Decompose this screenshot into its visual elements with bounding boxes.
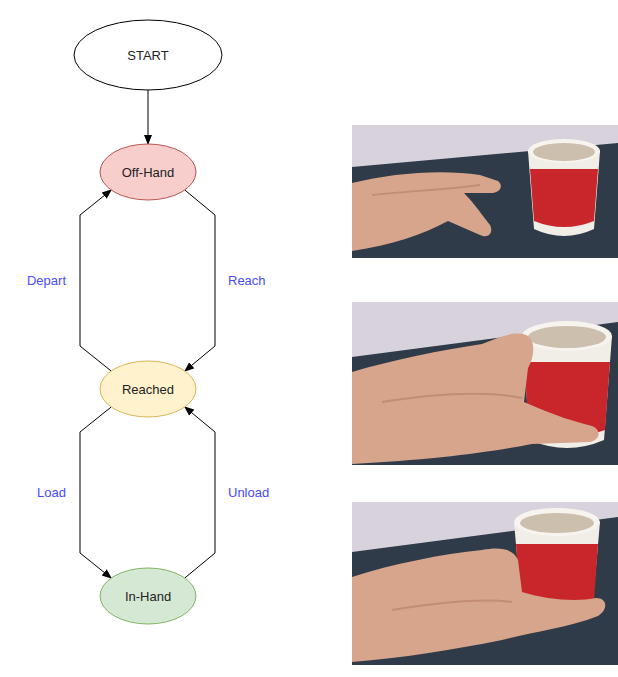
state-ellipse: Off-Hand xyxy=(99,143,197,201)
state-name: In-Hand xyxy=(125,589,171,604)
photo-off-hand xyxy=(352,125,618,258)
transition-label: Depart xyxy=(27,273,66,288)
photo-reached xyxy=(352,302,618,465)
state-ellipse: Reached xyxy=(99,360,197,418)
transition-arrow xyxy=(185,407,215,578)
transition-arrow xyxy=(148,90,149,144)
transition-label: Unload xyxy=(228,485,269,500)
state-name: START xyxy=(127,48,168,63)
transition-label: Load xyxy=(37,485,66,500)
state-name: Off-Hand xyxy=(122,165,175,180)
transition-arrow xyxy=(80,190,111,371)
transition-arrow xyxy=(80,407,111,578)
start-ellipse: START xyxy=(73,19,223,91)
transition-label: Reach xyxy=(228,273,266,288)
state-name: Reached xyxy=(122,382,174,397)
photo-in-hand xyxy=(352,502,618,665)
state-ellipse: In-Hand xyxy=(99,567,197,625)
transition-arrow xyxy=(185,190,215,371)
